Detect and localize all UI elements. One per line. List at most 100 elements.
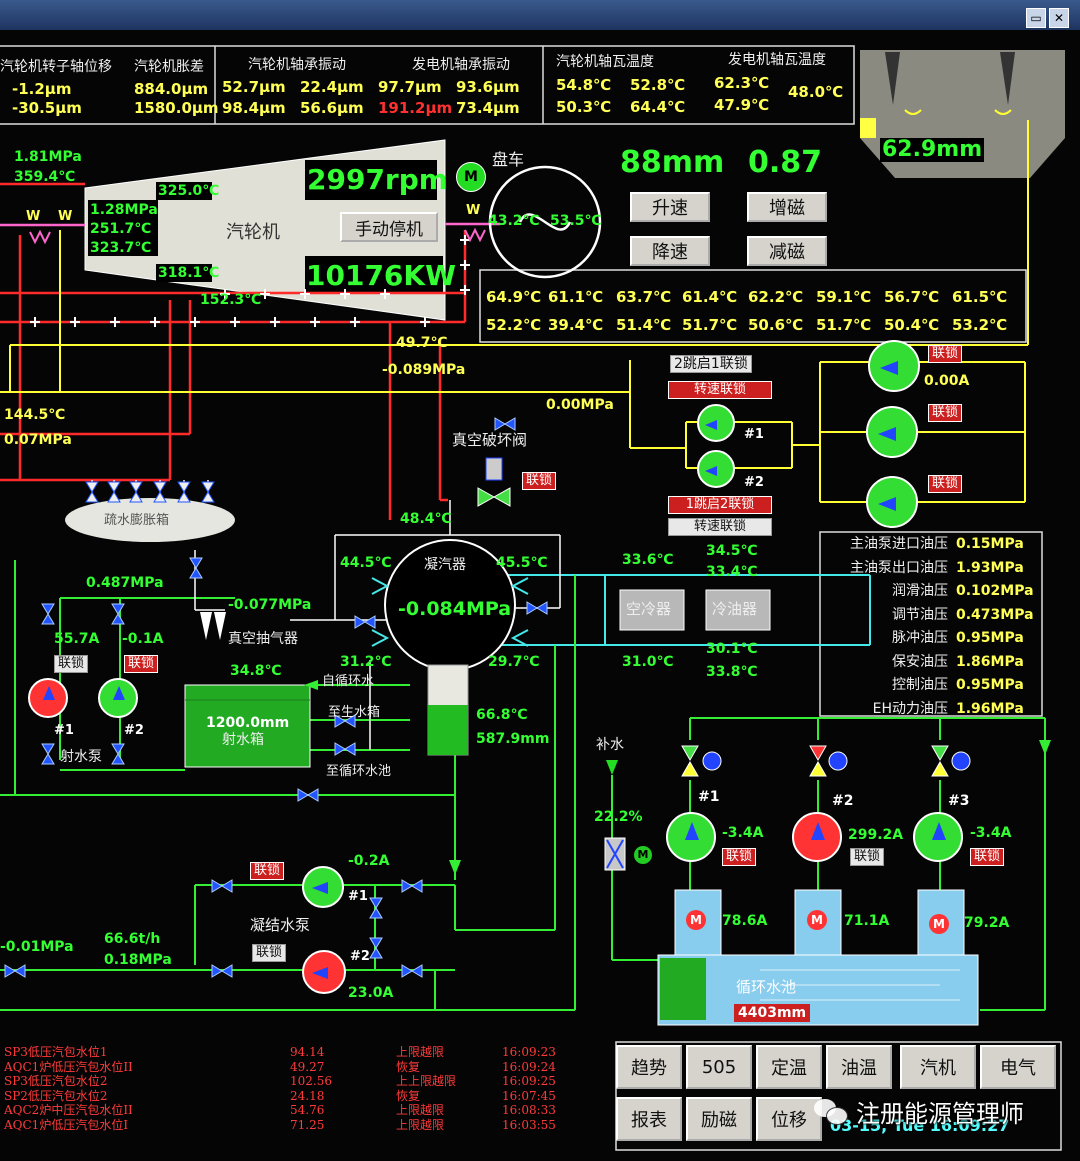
condensate-pressure: 0.18MPa	[104, 952, 172, 968]
circ-pump-3[interactable]	[913, 812, 963, 862]
aux-oil-pump-2-interlock[interactable]: 联锁	[928, 404, 963, 422]
circ-pump-2-interlock[interactable]: 联锁	[850, 848, 885, 866]
rotor-displacement-header: 汽轮机转子轴位移	[0, 59, 112, 75]
generator-winding-temp-bottom-8: 53.2℃	[952, 316, 1008, 334]
nav-turbine-button[interactable]: 汽机	[900, 1045, 976, 1089]
circ-pump-2[interactable]	[792, 812, 842, 862]
vacuum-breaker-interlock[interactable]: 联锁	[522, 472, 557, 490]
generator-vibration-header: 发电机轴承振动	[412, 57, 510, 73]
turning-motor-icon[interactable]: M	[456, 162, 486, 192]
jet-pump-label: 射水泵	[60, 749, 102, 765]
jet-pump-1-interlock[interactable]: 联锁	[54, 655, 89, 673]
circ-motor-1-icon[interactable]: M	[686, 910, 706, 930]
generator-winding-temp-bottom-4: 51.7℃	[682, 316, 738, 334]
nav-shift-button[interactable]: 位移	[756, 1097, 822, 1141]
makeup-motor-icon[interactable]: M	[634, 846, 652, 864]
generator-temp-2: 53.5℃	[550, 213, 602, 229]
turbine-bearing-temp-1: 54.8℃	[556, 76, 612, 94]
cond-pump-1[interactable]	[302, 866, 344, 908]
alarm-state: 上限越限	[396, 1117, 445, 1132]
cond-pump-2[interactable]	[302, 950, 346, 994]
pump-arrow-icon	[880, 361, 898, 375]
condensate-left-pressure: -0.01MPa	[0, 939, 74, 955]
cooler-temp-6: 33.8℃	[706, 664, 758, 680]
oil-pump-1[interactable]	[697, 404, 735, 442]
aux-oil-pump-1-interlock[interactable]: 联锁	[928, 345, 963, 363]
alarm-time: 16:09:25	[502, 1074, 556, 1088]
nav-temp-set-button[interactable]: 定温	[756, 1045, 822, 1089]
speed-up-button[interactable]: 升速	[630, 192, 710, 222]
makeup-water-label: 补水	[596, 737, 624, 753]
generator-winding-temp-top-3: 63.7℃	[616, 288, 672, 306]
stage-temp-2: 323.7℃	[90, 240, 152, 256]
generator-vibration-2: 93.6μm	[456, 78, 520, 96]
jet-pump-2-interlock[interactable]: 联锁	[124, 655, 159, 673]
excitation-down-button[interactable]: 减磁	[747, 236, 827, 266]
circ-motor-3-current: 79.2A	[964, 915, 1010, 931]
generator-winding-temp-top-8: 61.5℃	[952, 288, 1008, 306]
aux-oil-pump-3[interactable]	[866, 476, 918, 528]
wechat-watermark: 注册能源管理师	[814, 1094, 1024, 1129]
cooler-temp-4: 31.0℃	[622, 654, 674, 670]
rotor-displacement-2: -30.5μm	[12, 99, 82, 117]
cond-pump-2-interlock[interactable]: 联锁	[252, 944, 287, 962]
generator-winding-temp-bottom-3: 51.4℃	[616, 316, 672, 334]
nav-excite-button[interactable]: 励磁	[686, 1097, 752, 1141]
condenser-inlet-temp: 48.4℃	[400, 511, 452, 527]
generator-vibration-3: 191.2μm	[378, 99, 453, 117]
oil-pump-2[interactable]	[697, 450, 735, 488]
generator-winding-temp-top-7: 56.7℃	[884, 288, 940, 306]
turbine-label: 汽轮机	[226, 222, 280, 243]
nav-report-button[interactable]: 报表	[616, 1097, 682, 1141]
aux-oil-pump-2[interactable]	[866, 406, 918, 458]
extraction-valve-w-1[interactable]: W	[26, 209, 41, 224]
nav-505-button[interactable]: 505	[686, 1045, 752, 1089]
rotor-displacement-1: -1.2μm	[12, 80, 72, 98]
alarm-name: AQC1炉低压汽包水位II	[4, 1059, 133, 1074]
circ-motor-1-current: 78.6A	[722, 913, 768, 929]
generator-bearing-temp-2: 48.0℃	[788, 83, 844, 101]
restore-button[interactable]: ▭	[1026, 8, 1046, 28]
oil-pump-interlock-a[interactable]: 2跳启1联锁	[670, 355, 752, 373]
extraction-temperature: 144.5℃	[4, 407, 66, 423]
nav-oil-temp-button[interactable]: 油温	[826, 1045, 892, 1089]
oil-pump-interlock-b[interactable]: 1跳启2联锁	[668, 496, 772, 514]
circ-motor-3-icon[interactable]: M	[929, 914, 949, 934]
generator-valve-w[interactable]: W	[466, 203, 481, 218]
alarm-time: 16:09:23	[502, 1045, 556, 1059]
cond-pump-label: 凝结水泵	[250, 916, 311, 934]
generator-winding-temp-bottom-7: 50.4℃	[884, 316, 940, 334]
jet-pump-1[interactable]	[28, 678, 68, 718]
alarm-value: 102.56	[290, 1074, 332, 1088]
hotwell-level: 587.9mm	[476, 731, 550, 747]
circ-pump-1[interactable]	[666, 812, 716, 862]
aux-oil-pump-1[interactable]	[868, 340, 920, 392]
main-steam-temperature: 359.4℃	[14, 169, 76, 185]
excitation-up-button[interactable]: 增磁	[747, 192, 827, 222]
nav-electric-button[interactable]: 电气	[980, 1045, 1056, 1089]
circ-pump-1-interlock[interactable]: 联锁	[722, 848, 757, 866]
condenser-temp-bottom-right: 29.7℃	[488, 654, 540, 670]
jet-tank-label: 射水箱	[222, 732, 264, 748]
aux-oil-pump-3-interlock[interactable]: 联锁	[928, 475, 963, 493]
extraction-valve-w-2[interactable]: W	[58, 209, 73, 224]
nav-trend-button[interactable]: 趋势	[616, 1045, 682, 1089]
generator-winding-temp-bottom-1: 52.2℃	[486, 316, 542, 334]
speed-down-button[interactable]: 降速	[630, 236, 710, 266]
oil-pump-speed-lock-b[interactable]: 转速联锁	[668, 518, 772, 536]
generator-value-2: 0.87	[748, 145, 823, 180]
manual-stop-button[interactable]: 手动停机	[340, 212, 438, 242]
oil-pressure-value: 0.102MPa	[956, 583, 1034, 599]
cooler-temp-5: 30.1℃	[706, 641, 758, 657]
circ-pump-3-interlock[interactable]: 联锁	[970, 848, 1005, 866]
jet-pump-2-label: #2	[124, 723, 144, 738]
circ-pump-1-current: -3.4A	[722, 825, 764, 841]
circ-motor-2-icon[interactable]: M	[807, 910, 827, 930]
oil-pump-speed-lock-a[interactable]: 转速联锁	[668, 381, 772, 399]
jet-pump-2[interactable]	[98, 678, 138, 718]
circ-pump-2-label: #2	[832, 793, 854, 809]
cond-pump-1-interlock[interactable]: 联锁	[250, 862, 285, 880]
turbine-power: 10176KW	[306, 259, 456, 292]
close-button[interactable]: ✕	[1049, 8, 1069, 28]
